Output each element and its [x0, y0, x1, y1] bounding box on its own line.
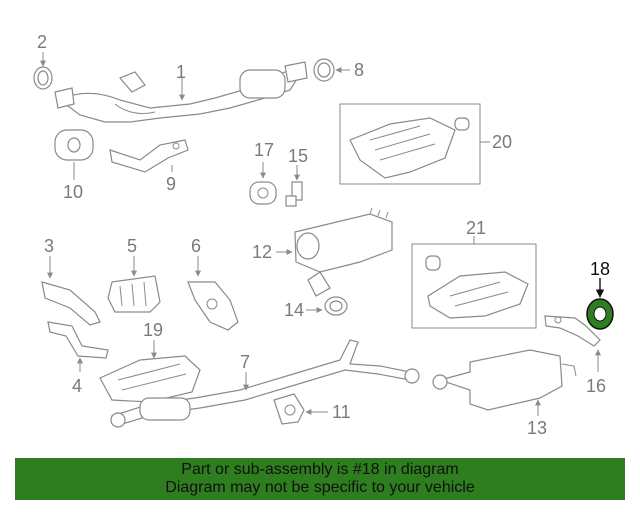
callout-15: 15	[288, 146, 308, 166]
part-14-gasket	[324, 296, 348, 316]
callout-6: 6	[191, 236, 201, 256]
exhaust-parts-diagram: 1 2 8 10 9 20 17	[33, 32, 614, 438]
part-info-banner: Part or sub-assembly is #18 in diagram D…	[15, 458, 625, 500]
callout-2: 2	[37, 32, 47, 52]
callout-14: 14	[284, 300, 304, 320]
part-19-heat-insulator	[99, 355, 201, 403]
callout-4: 4	[72, 376, 82, 396]
part-3-bracket	[41, 281, 101, 326]
part-20-heat-insulator	[349, 117, 470, 179]
part-18-hanger	[586, 298, 614, 330]
part-12-center-muffler	[294, 207, 393, 297]
part-2-gasket	[33, 66, 53, 90]
callout-5: 5	[127, 236, 137, 256]
part-17-hanger	[249, 181, 277, 205]
part-11-hanger	[273, 393, 305, 425]
banner-line-1: Part or sub-assembly is #18 in diagram	[181, 461, 459, 478]
callout-13: 13	[527, 418, 547, 438]
part-1-front-pipe	[54, 61, 308, 123]
part-15-bolt	[285, 181, 303, 207]
part-5-hanger	[107, 275, 161, 313]
callout-18: 18	[590, 259, 610, 279]
part-4-bracket	[47, 321, 109, 359]
callout-12: 12	[252, 242, 272, 262]
part-20-box	[339, 103, 481, 185]
part-7-center-pipe	[110, 339, 420, 428]
callout-9: 9	[166, 174, 176, 194]
part-6-bracket	[187, 281, 239, 331]
callout-7: 7	[240, 352, 250, 372]
callout-3: 3	[44, 236, 54, 256]
callout-16: 16	[586, 376, 606, 396]
part-9-bracket	[109, 139, 189, 173]
part-21-heat-insulator	[425, 255, 529, 319]
callout-1: 1	[176, 62, 186, 82]
callout-17: 17	[254, 140, 274, 160]
callout-19: 19	[143, 320, 163, 340]
callout-21: 21	[466, 218, 486, 238]
callout-8: 8	[354, 60, 364, 80]
part-10-hanger	[54, 129, 94, 161]
callout-20: 20	[492, 132, 512, 152]
banner-line-2: Diagram may not be specific to your vehi…	[165, 479, 475, 496]
callout-10: 10	[63, 182, 83, 202]
part-16-bracket	[544, 315, 601, 347]
callout-11: 11	[332, 402, 351, 422]
part-13-rear-muffler	[432, 349, 577, 411]
part-8-gasket	[313, 58, 335, 82]
